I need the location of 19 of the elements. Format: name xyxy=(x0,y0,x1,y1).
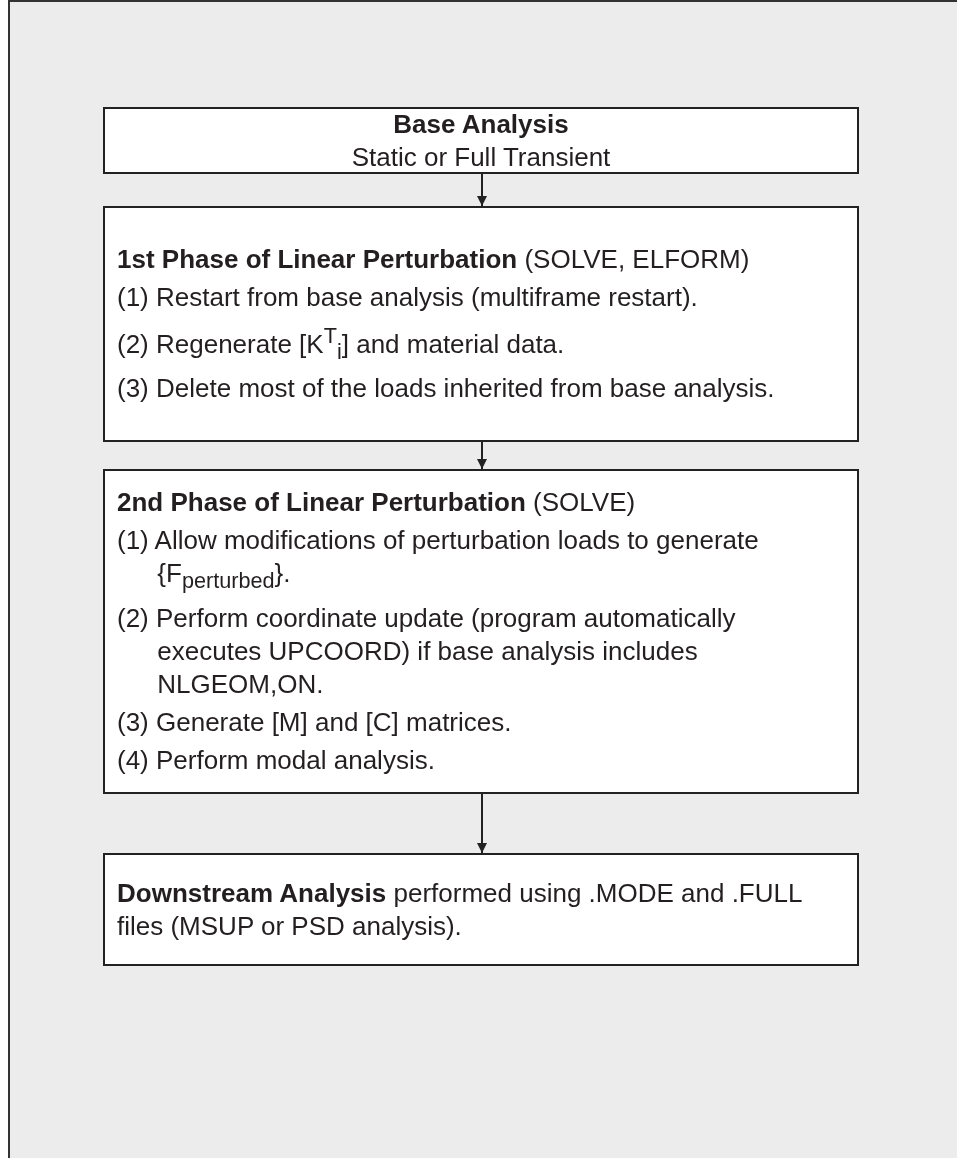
list-item: (3) Generate [M] and [C] matrices. xyxy=(117,706,513,740)
list-item: (1) Allow modifications of perturbation loads to generate {F$_{perturbed}$}. xyxy=(117,523,760,596)
box-text: Downstream Analysis performed using .MODE and .FULL files (MSUP or PSD analysis). xyxy=(117,876,803,943)
box-text: 2nd Phase of Linear Perturbation (SOLVE) xyxy=(117,485,637,519)
process-box xyxy=(103,853,859,966)
list-item: (2) Perform coordinate update (program automatically executes UPCOORD) if base analysis includes NLGEOM,ON. xyxy=(117,602,737,702)
box-heading: Base Analysis xyxy=(392,107,570,141)
list-item: (2) Regenerate [K$^{T}$$_{i}$] and material data. xyxy=(117,321,566,366)
arrow xyxy=(477,793,487,854)
list-item: (4) Perform modal analysis. xyxy=(117,744,436,778)
arrow xyxy=(477,173,487,207)
process-box xyxy=(103,469,859,794)
box-text: 1st Phase of Linear Perturbation (SOLVE, ELFORM) xyxy=(117,242,751,276)
box-subtitle: Static or Full Transient xyxy=(350,140,612,174)
arrow xyxy=(477,441,487,470)
list-item: (3) Delete most of the loads inherited from base analysis. xyxy=(117,372,776,406)
process-box xyxy=(103,107,859,174)
list-item: (1) Restart from base analysis (multiframe restart). xyxy=(117,280,699,314)
process-box xyxy=(103,206,859,442)
